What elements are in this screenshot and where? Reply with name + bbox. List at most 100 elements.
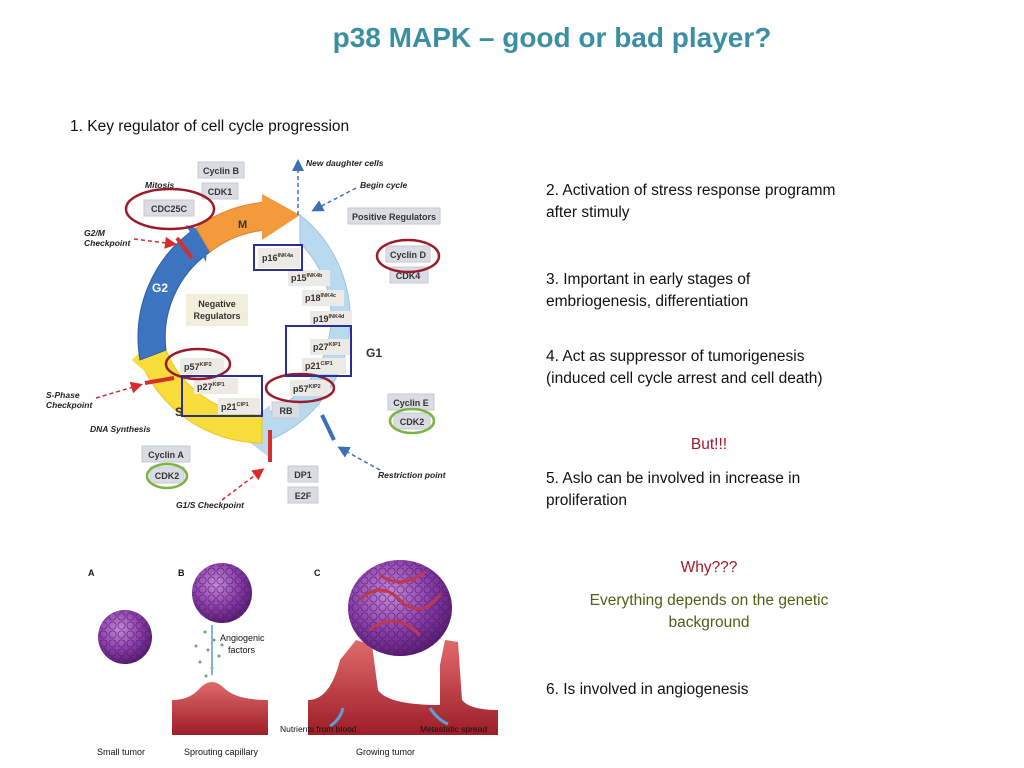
sphase-arrow: [95, 381, 143, 399]
phase-s: S: [175, 405, 183, 419]
negative-regulators-box: [186, 294, 248, 326]
p57b-label: p57KIP2: [293, 384, 321, 394]
phase-g2: G2: [152, 281, 168, 295]
sphase-checkpoint-label-2: Checkpoint: [46, 400, 93, 410]
p18-box: [302, 290, 344, 306]
p18-label: p18INK4c: [305, 293, 336, 303]
page-title: p38 MAPK – good or bad player?: [332, 22, 772, 53]
g2m-checkpoint-label-1: G2/M: [84, 228, 106, 238]
rb-label: RB: [280, 406, 293, 416]
point-2-line-1: 2. Activation of stress response program…: [546, 182, 836, 199]
point-3-line-1: 3. Important in early stages of: [546, 271, 751, 288]
genetic-line-1: Everything depends on the genetic: [589, 592, 829, 609]
point-5-line-1: 5. Aslo can be involved in increase in: [546, 470, 801, 487]
p16-highlight: [253, 244, 303, 271]
begin-cycle-label: Begin cycle: [360, 180, 408, 190]
sprouting-tissue: [172, 682, 268, 735]
p21b-label: p21CIP1: [221, 402, 249, 412]
p16-label: p16INK4a: [262, 253, 294, 263]
small-tumor-texture: [98, 610, 152, 664]
p57b-box: [290, 380, 330, 396]
point-5: 5. Aslo can be involved in increase in p…: [546, 468, 800, 512]
p15-box: [288, 270, 330, 286]
point-6: 6. Is involved in angiogenesis: [546, 681, 749, 698]
phase-g1: G1: [366, 346, 382, 360]
point-1: 1. Key regulator of cell cycle progressi…: [70, 118, 350, 135]
angiogenic-factors-label-1: Angiogenic: [220, 633, 265, 643]
cyclin-b-label: Cyclin B: [203, 166, 240, 176]
tumor-vessel-1: [358, 588, 442, 611]
sprouting-capillary-caption: Sprouting capillary: [184, 747, 259, 757]
metastatic-arrow: [428, 707, 449, 726]
point-4: 4. Act as suppressor of tumorigenesis (i…: [546, 346, 823, 390]
cdk1-label: CDK1: [208, 187, 233, 197]
g1s-checkpoint-label: G1/S Checkpoint: [176, 500, 245, 510]
positive-regulators-box: [347, 207, 441, 225]
cell-cycle-diagram: M G1 S G2 New daughter cells Begin cycle…: [46, 158, 447, 510]
point-4-line-1: 4. Act as suppressor of tumorigenesis: [546, 348, 805, 365]
p27a-label: p27KIP1: [313, 342, 341, 352]
restriction-arrow: [337, 446, 381, 471]
p27b-box: [194, 378, 238, 394]
cdk2-a-box: [149, 466, 185, 484]
mitosis-label: Mitosis: [145, 180, 175, 190]
sphase-checkpoint-label-1: S-Phase: [46, 390, 80, 400]
cyclin-a-box: [141, 445, 191, 463]
p27-p21-highlight-left: [181, 375, 263, 417]
new-daughter-label: New daughter cells: [306, 158, 384, 168]
g2m-mark: [175, 236, 194, 260]
nutrients-label: Nutrients from blood: [280, 724, 357, 734]
dp1-box: [287, 465, 319, 483]
tumor-vessel-2: [369, 619, 422, 637]
cyclin-d-label: Cyclin D: [390, 250, 427, 260]
cyclin-e-label: Cyclin E: [393, 398, 429, 408]
point-3-line-2: embriogenesis, differentiation: [546, 293, 749, 310]
cyclin-d-box: [385, 245, 431, 263]
tumor-vessel-3: [379, 570, 426, 584]
p19-label: p19INK4d: [313, 314, 344, 324]
genetic-background-text: Everything depends on the genetic backgr…: [546, 590, 872, 634]
m-arrow-head: [262, 194, 300, 240]
p27a-box: [310, 339, 350, 355]
e2f-box: [287, 486, 319, 504]
why-text: Why???: [680, 559, 738, 576]
cdc25c-highlight: [124, 187, 216, 231]
p19-box: [310, 311, 352, 327]
but-text: But!!!: [690, 436, 728, 453]
g1s-arrow: [221, 468, 265, 501]
negative-regulators-line-1: Negative: [198, 299, 236, 309]
angiogenic-factors-label-2: factors: [228, 645, 256, 655]
cyclin-a-label: Cyclin A: [148, 450, 184, 460]
small-tumor-caption: Small tumor: [97, 747, 145, 757]
panel-c-label: C: [314, 568, 321, 578]
cdk2-e-box: [393, 412, 431, 430]
genetic-line-2: background: [668, 614, 750, 631]
growing-tissue: [308, 640, 498, 735]
panel-a-label: A: [88, 568, 95, 578]
cdk2-e-label: CDK2: [400, 417, 425, 427]
p57b-highlight: [264, 372, 336, 404]
angiogenesis-illustration: A B C Angiogenic factors Nutrients from …: [88, 560, 498, 757]
cyclin-b-box: [197, 161, 245, 179]
p15-label: p15INK4b: [291, 273, 323, 283]
point-3: 3. Important in early stages of embrioge…: [546, 269, 750, 313]
cdc25c-box: [143, 199, 195, 217]
panel-b-label: B: [178, 568, 185, 578]
cdk2-a-highlight: [145, 462, 189, 490]
cdk2-a-label: CDK2: [155, 471, 180, 481]
cdk1-box: [201, 182, 239, 200]
p57a-box: [180, 358, 224, 374]
point-5-line-2: proliferation: [546, 492, 627, 509]
growing-tumor-texture: [348, 560, 452, 656]
p57a-label: p57KIP2: [184, 362, 212, 372]
restriction-mark: [320, 414, 336, 441]
point-2: 2. Activation of stress response program…: [546, 180, 835, 224]
dna-synthesis-label: DNA Synthesis: [90, 424, 151, 434]
protein-boxes: Cyclin B CDK1 CDC25C Positive Regulators…: [141, 161, 441, 504]
growing-tumor-caption: Growing tumor: [356, 747, 415, 757]
g2m-checkpoint-label-2: Checkpoint: [84, 238, 131, 248]
cdk2-e-highlight: [388, 407, 436, 435]
p16-box: [258, 248, 300, 268]
nutrients-arrow: [329, 707, 345, 728]
point-4-line-2: (induced cell cycle arrest and cell deat…: [546, 370, 823, 387]
